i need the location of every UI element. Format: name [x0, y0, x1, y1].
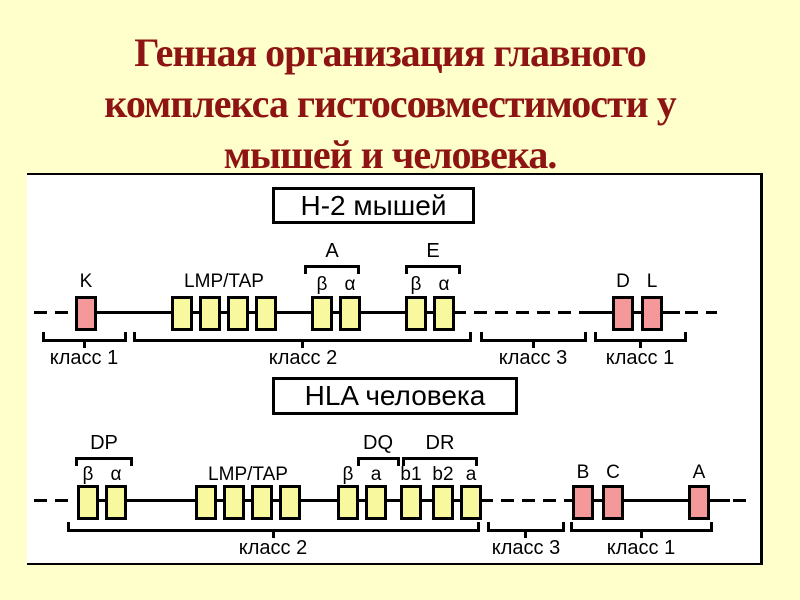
gene-label-a: A: [692, 462, 706, 483]
class-label-1-left: класс 1: [49, 347, 119, 369]
group-bracket-dq: [357, 457, 400, 466]
gene-box-dp-alpha: [105, 485, 127, 520]
human-line-solid-2: [578, 499, 730, 502]
human-line-dash-left: [34, 499, 76, 502]
gene-box-dr-b1: [400, 485, 422, 520]
group-label-dq: DQ: [363, 432, 393, 454]
human-diagram-title: HLA человека: [304, 380, 486, 411]
gene-box-k: [75, 296, 97, 331]
slide-title-line: Генная организация главного: [134, 30, 647, 75]
gene-label-a-alpha: α: [344, 274, 356, 295]
gene-box-dr-b2: [432, 485, 454, 520]
gene-label-k: K: [79, 271, 93, 292]
gene-box-dp-beta: [77, 485, 99, 520]
gene-label-dr-a: a: [465, 464, 477, 485]
gene-box-dr-a: [460, 485, 482, 520]
bracket-tick: [272, 530, 275, 538]
bracket-tick: [640, 530, 643, 538]
gene-box-a-beta: [311, 296, 333, 331]
class-label-1: класс 1: [606, 537, 676, 559]
gene-box-dq-beta: [337, 485, 359, 520]
gene-box-lmptap-4: [279, 485, 301, 520]
mouse-line-dash-right: [685, 311, 717, 314]
gene-label-a-beta: β: [316, 274, 328, 295]
gene-label-dp-beta: β: [82, 464, 94, 485]
gene-label-dq-beta: β: [342, 464, 354, 485]
mouse-diagram-title: Н-2 мышей: [300, 189, 447, 221]
human-line-dash-right: [733, 499, 753, 502]
gene-label-l: L: [646, 271, 658, 292]
gene-label-lmptap: LMP/TAP: [208, 464, 288, 485]
slide-title-line: комплекса гистосовместимости у: [104, 81, 676, 126]
mouse-diagram-title-box: Н-2 мышей: [272, 187, 475, 224]
bracket-tick: [532, 340, 535, 348]
gene-box-c: [602, 485, 624, 520]
class-label-2: класс 2: [268, 347, 338, 369]
bracket-tick: [301, 340, 304, 348]
gene-label-dp-alpha: α: [110, 464, 122, 485]
group-bracket-dr: [402, 457, 478, 466]
gene-label-dq-a: a: [370, 464, 382, 485]
gene-box-lmptap-1: [171, 296, 193, 331]
gene-box-a: [688, 485, 710, 520]
gene-box-lmptap-2: [199, 296, 221, 331]
class-label-1-right: класс 1: [605, 347, 675, 369]
gene-box-lmptap-2: [223, 485, 245, 520]
gene-label-b: B: [576, 462, 590, 483]
human-diagram-title-box: HLA человека: [272, 377, 518, 415]
gene-label-lmptap: LMP/TAP: [184, 271, 264, 292]
gene-label-c: C: [606, 462, 620, 483]
group-label-dr: DR: [425, 432, 455, 454]
bracket-tick: [83, 340, 86, 348]
class-label-2: класс 2: [238, 537, 308, 559]
gene-box-lmptap-3: [251, 485, 273, 520]
mouse-line-dash-class3: [453, 311, 582, 314]
bracket-tick: [524, 530, 527, 538]
group-label-dp: DP: [90, 432, 118, 454]
gene-box-d: [612, 296, 634, 331]
gene-box-e-alpha: [433, 296, 455, 331]
gene-box-a-alpha: [339, 296, 361, 331]
gene-label-dr-b2: b2: [432, 464, 454, 485]
gene-box-lmptap-4: [255, 296, 277, 331]
group-bracket-a: [304, 265, 360, 274]
gene-label-dr-b1: b1: [400, 464, 422, 485]
mouse-line-dash-left: [34, 311, 76, 314]
gene-box-e-beta: [405, 296, 427, 331]
gene-box-dq-a: [365, 485, 387, 520]
slide-title-line: мышей и человека.: [223, 132, 558, 177]
human-line-dash-class3: [480, 499, 572, 502]
gene-box-lmptap-1: [195, 485, 217, 520]
gene-box-b: [572, 485, 594, 520]
gene-label-e-alpha: α: [438, 274, 450, 295]
group-label-a: A: [325, 240, 339, 262]
gene-label-d: D: [616, 271, 630, 292]
class-label-3: класс 3: [498, 347, 568, 369]
group-bracket-e: [405, 265, 461, 274]
bracket-tick: [639, 340, 642, 348]
slide-title: Генная организация главного комплекса ги…: [10, 27, 770, 180]
gene-label-e-beta: β: [410, 274, 422, 295]
class-label-3: класс 3: [491, 537, 561, 559]
group-label-e: E: [426, 240, 440, 262]
diagram-panel: Н-2 мышей K LMP/TAP β α β α D L A E: [27, 173, 763, 565]
gene-box-l: [641, 296, 663, 331]
gene-box-lmptap-3: [227, 296, 249, 331]
group-bracket-dp: [75, 457, 133, 466]
